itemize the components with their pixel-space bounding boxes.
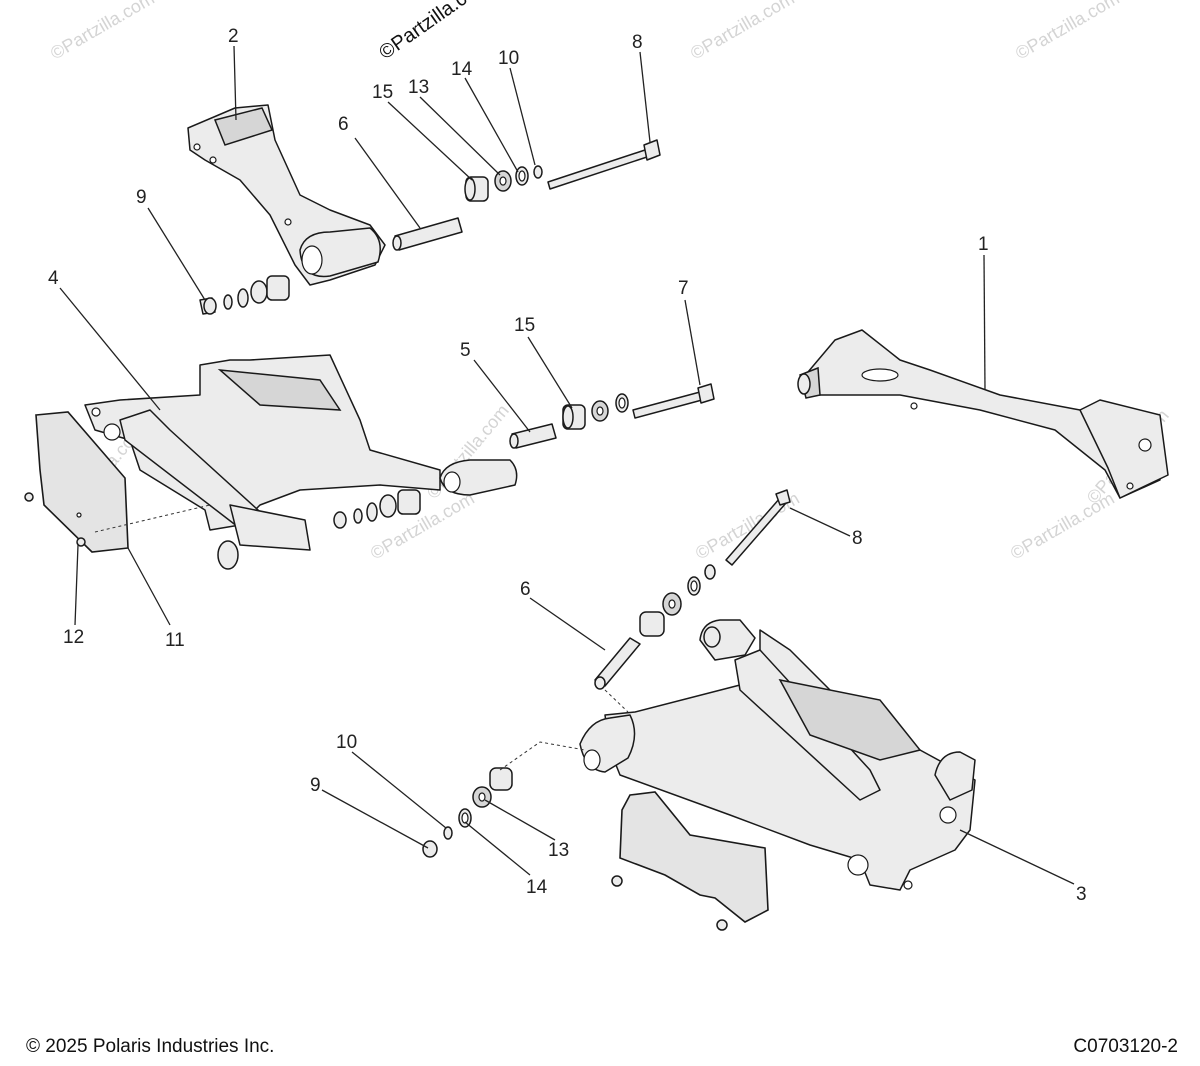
drawing-id: C0703120-2 [1073,1036,1178,1057]
part-15-bushing-middle [562,404,586,430]
part-11-plate-left [35,411,129,553]
watermark-highlighted: ©Partzilla.com [375,0,493,64]
callout-1: 1 [978,234,989,255]
callout-5: 5 [460,340,471,361]
callout-7: 7 [678,278,689,299]
callout-15-lower: 15 [514,315,535,336]
watermark: ©Partzilla.com [1012,0,1123,63]
callout-6-lower: 6 [520,579,531,600]
callout-11: 11 [165,630,185,651]
part-5-sleeve [509,423,557,449]
callout-3: 3 [1076,884,1087,905]
callout-8-lower: 8 [852,528,863,549]
callout-10-upper: 10 [498,48,519,69]
hardware-stack-lower-top [639,564,716,637]
callout-13-lower: 13 [548,840,569,861]
callout-9-lower: 9 [310,775,321,796]
callout-4: 4 [48,268,59,289]
part-13-bushing-upper [494,170,512,192]
hardware-stack-middle-left [333,489,421,529]
part-8-bolt-lower [725,489,791,566]
dashed-leader [499,741,586,771]
part-10-washer-upper [533,165,543,179]
watermark: ©Partzilla.com [687,0,798,63]
callout-2: 2 [228,26,239,47]
callout-13-upper: 13 [408,77,429,98]
callout-12: 12 [63,627,84,648]
part-7-bolt [632,383,715,419]
part-12-rivets-right [611,875,728,931]
callout-6-upper: 6 [338,114,349,135]
callout-9-upper: 9 [136,187,147,208]
leader-lines [59,45,1075,885]
callout-10-lower: 10 [336,732,357,753]
callout-8-upper: 8 [632,32,643,53]
part-1-right-arm [797,329,1169,499]
callout-14-upper: 14 [451,59,473,80]
part-14-washer-upper [515,166,529,186]
part-3-carrier-right [579,619,976,891]
copyright-notice: © 2025 Polaris Industries Inc. [26,1036,275,1057]
part-8-bolt-upper [547,139,661,190]
callout-labels: 1 2 3 4 5 6 6 7 8 8 9 9 10 10 11 12 13 1… [48,26,1087,905]
callout-15-upper: 15 [372,82,393,103]
part-15-bushing-upper [464,176,489,202]
part-12-rivets-left [24,492,86,547]
hardware-middle [591,393,629,422]
part-4-carrier-left [84,354,518,570]
part-11-plate-right [619,791,769,923]
callout-14-lower: 14 [526,877,548,898]
dashed-leader [94,504,211,533]
dashed-leader [604,689,629,713]
watermark: ©Partzilla.com [47,0,158,63]
part-2-upper-arm [187,104,386,286]
part-6-sleeve-lower [594,637,641,690]
hardware-stack-left-upper [199,275,290,315]
hardware-stack-lower-left [422,767,513,858]
part-6-sleeve-upper [392,217,463,251]
